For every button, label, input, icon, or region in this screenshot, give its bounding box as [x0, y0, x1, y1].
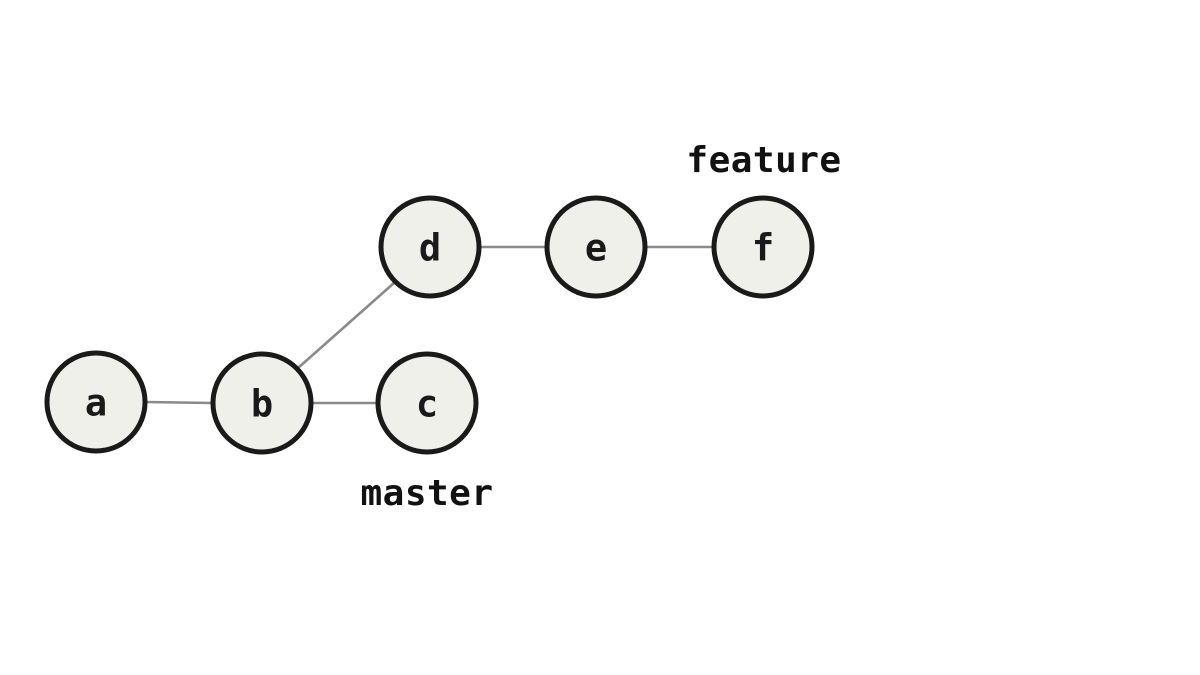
- branch-label-feature[interactable]: feature: [686, 140, 841, 181]
- commit-node-d[interactable]: d: [378, 195, 482, 299]
- commit-circle-b[interactable]: [210, 351, 314, 455]
- commit-node-a[interactable]: a: [44, 350, 148, 454]
- commit-circle-f[interactable]: [711, 195, 815, 299]
- commit-label-c: c: [416, 383, 438, 426]
- commit-label-d: d: [419, 227, 441, 270]
- edge-b-d: [297, 282, 395, 369]
- commit-label-b: b: [251, 383, 273, 426]
- commit-label-e: e: [585, 227, 607, 270]
- branch-labels-group: master feature: [360, 140, 841, 514]
- commit-label-a: a: [85, 382, 107, 425]
- commit-node-f[interactable]: f: [711, 195, 815, 299]
- commit-circle-e[interactable]: [544, 195, 648, 299]
- edges-group: [145, 245, 713, 405]
- commit-node-b[interactable]: b: [210, 351, 314, 455]
- commit-node-c[interactable]: c: [375, 351, 479, 455]
- nodes-group: a b c d e f: [44, 195, 815, 455]
- commit-circle-d[interactable]: [378, 195, 482, 299]
- commit-label-f: f: [752, 227, 774, 270]
- edge-a-b: [145, 400, 213, 405]
- branch-label-master[interactable]: master: [360, 473, 493, 514]
- commit-circle-a[interactable]: [44, 350, 148, 454]
- commit-node-e[interactable]: e: [544, 195, 648, 299]
- commit-circle-c[interactable]: [375, 351, 479, 455]
